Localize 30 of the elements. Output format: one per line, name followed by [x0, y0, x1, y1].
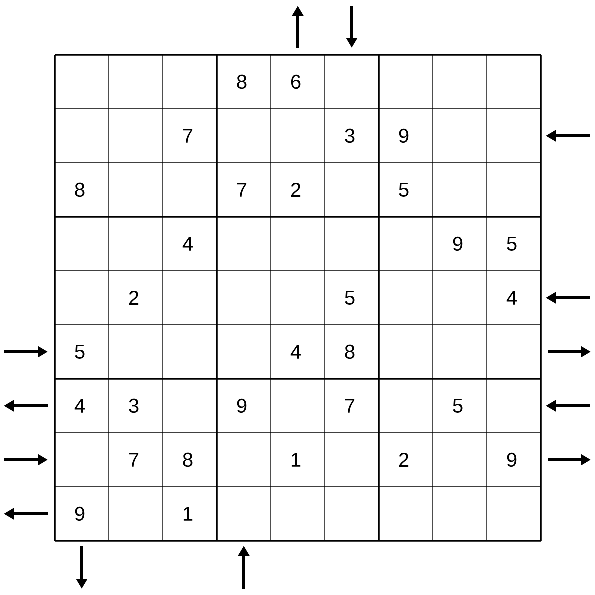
- cell-digit: 8: [345, 344, 355, 360]
- cell-digit: 8: [237, 74, 247, 90]
- cell-digit: 8: [183, 452, 193, 468]
- cell-digit: 9: [399, 128, 409, 144]
- cell-digit: 5: [399, 183, 409, 197]
- cell-digit: 2: [291, 183, 301, 197]
- cell-digit: 4: [506, 291, 517, 305]
- cell-digit: 7: [237, 183, 247, 197]
- cell-digit: 9: [75, 506, 85, 522]
- cell-digit: 6: [291, 74, 301, 90]
- cell-digit: 3: [129, 398, 139, 414]
- cell-digit: 5: [75, 345, 85, 359]
- cell-digit: 7: [183, 129, 193, 143]
- cell-digit: 7: [345, 399, 355, 413]
- cell-digit: 7: [129, 453, 139, 467]
- cell-digit: 2: [129, 291, 139, 305]
- cell-digit: 9: [453, 236, 463, 252]
- cell-digit: 5: [453, 399, 463, 413]
- cell-digit: 1: [184, 507, 193, 521]
- cell-digit: 4: [182, 237, 193, 251]
- cell-digit: 1: [292, 453, 301, 467]
- cell-digit: 4: [74, 399, 85, 413]
- cell-digit: 8: [75, 182, 85, 198]
- cell-digit: 9: [507, 452, 517, 468]
- cell-digit: 5: [507, 237, 517, 251]
- cell-digit: 5: [345, 291, 355, 305]
- cell-digit: 3: [345, 128, 355, 144]
- cell-digit: 4: [290, 345, 301, 359]
- cell-digit: 2: [399, 453, 409, 467]
- cell-digit: 9: [237, 398, 247, 414]
